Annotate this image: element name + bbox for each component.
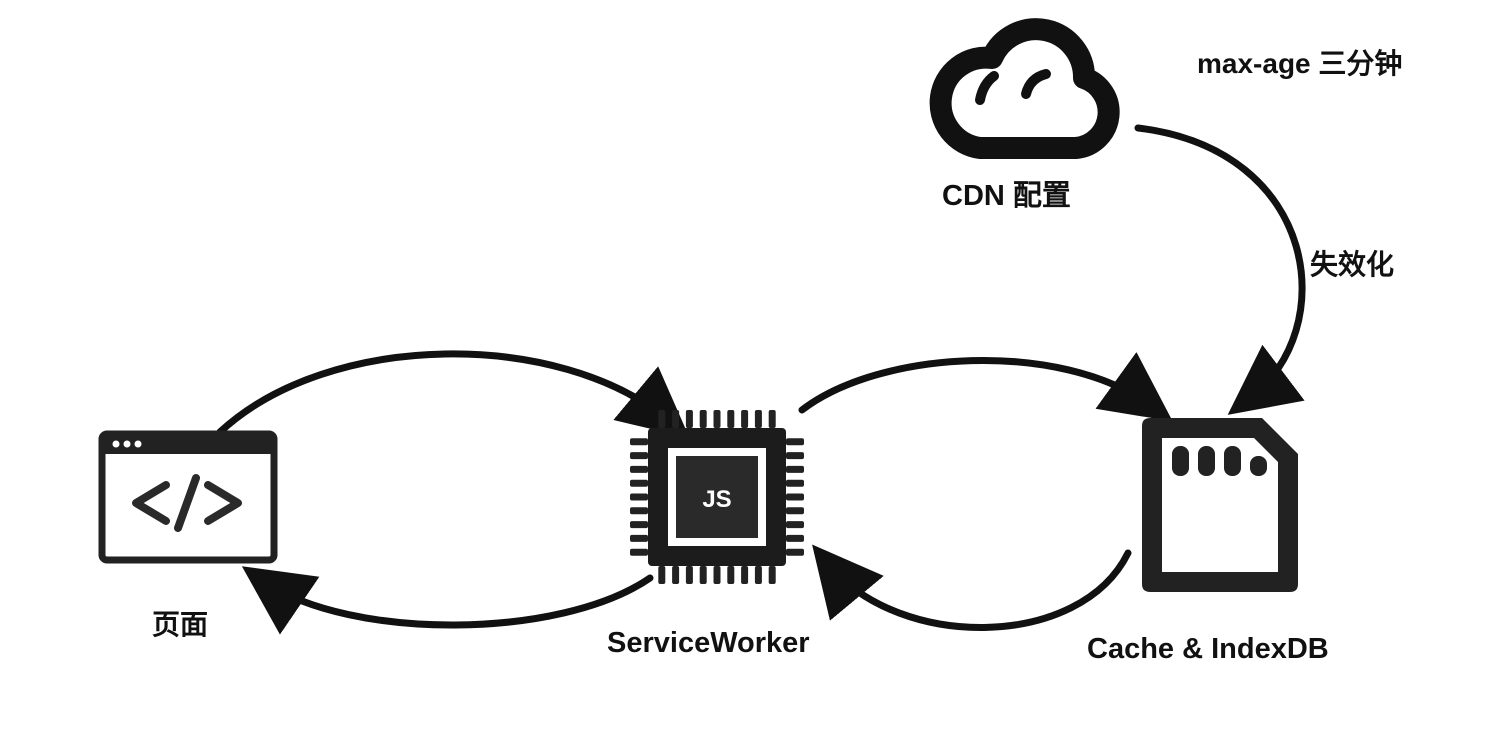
chip-pin [699,410,707,428]
chip-pin [630,507,648,515]
chip-pin [630,465,648,473]
chip-pin [685,566,693,584]
chip-pin [786,465,804,473]
cdn-config-label: CDN 配置 [942,180,1071,212]
chip-pin [786,438,804,446]
chip-pin [786,452,804,460]
chip-pin [672,566,680,584]
chip-pin [786,479,804,487]
chip-pin [768,566,776,584]
chip-pin [727,410,735,428]
chip-pin [630,548,648,556]
chip-pin [754,410,762,428]
chip-pin [713,566,721,584]
chip-pin [786,493,804,501]
max-age-annotation: max-age 三分钟 [1197,48,1403,79]
chip-pin [630,521,648,529]
arrow-serviceworker-to-cache [798,352,1173,422]
serviceworker-label: ServiceWorker [607,627,810,659]
chip-pin [786,548,804,556]
chip-pin [699,566,707,584]
arrow-cache-to-serviceworker [812,544,1132,631]
arrow-page-to-serviceworker [216,350,690,438]
chip-pin [658,410,666,428]
chip-pin [786,507,804,515]
chip-pin [630,534,648,542]
chip-pin [658,566,666,584]
cache-indexdb-label: Cache & IndexDB [1087,633,1329,665]
chip-pin [630,438,648,446]
chip-pin [768,410,776,428]
chip-pin [741,566,749,584]
js-chip-icon: JS [630,410,804,584]
chip-text: JS [702,486,731,513]
code-browser-window-icon [98,430,278,564]
chip-pin [741,410,749,428]
chip-pin [630,493,648,501]
chip-pin [672,410,680,428]
chip-pin [727,566,735,584]
sd-card-icon [1142,418,1298,592]
page-label: 页面 [152,609,209,640]
cloud-icon [929,18,1120,159]
arrow-cdn-to-cache [1134,124,1306,415]
chip-pin [630,479,648,487]
chip-pin [786,534,804,542]
chip-pin [754,566,762,584]
chip-pin [630,452,648,460]
invalidate-annotation: 失效化 [1310,249,1395,280]
arrow-serviceworker-to-page [241,566,654,635]
chip-pin [685,410,693,428]
chip-pin [713,410,721,428]
chip-pin [786,521,804,529]
